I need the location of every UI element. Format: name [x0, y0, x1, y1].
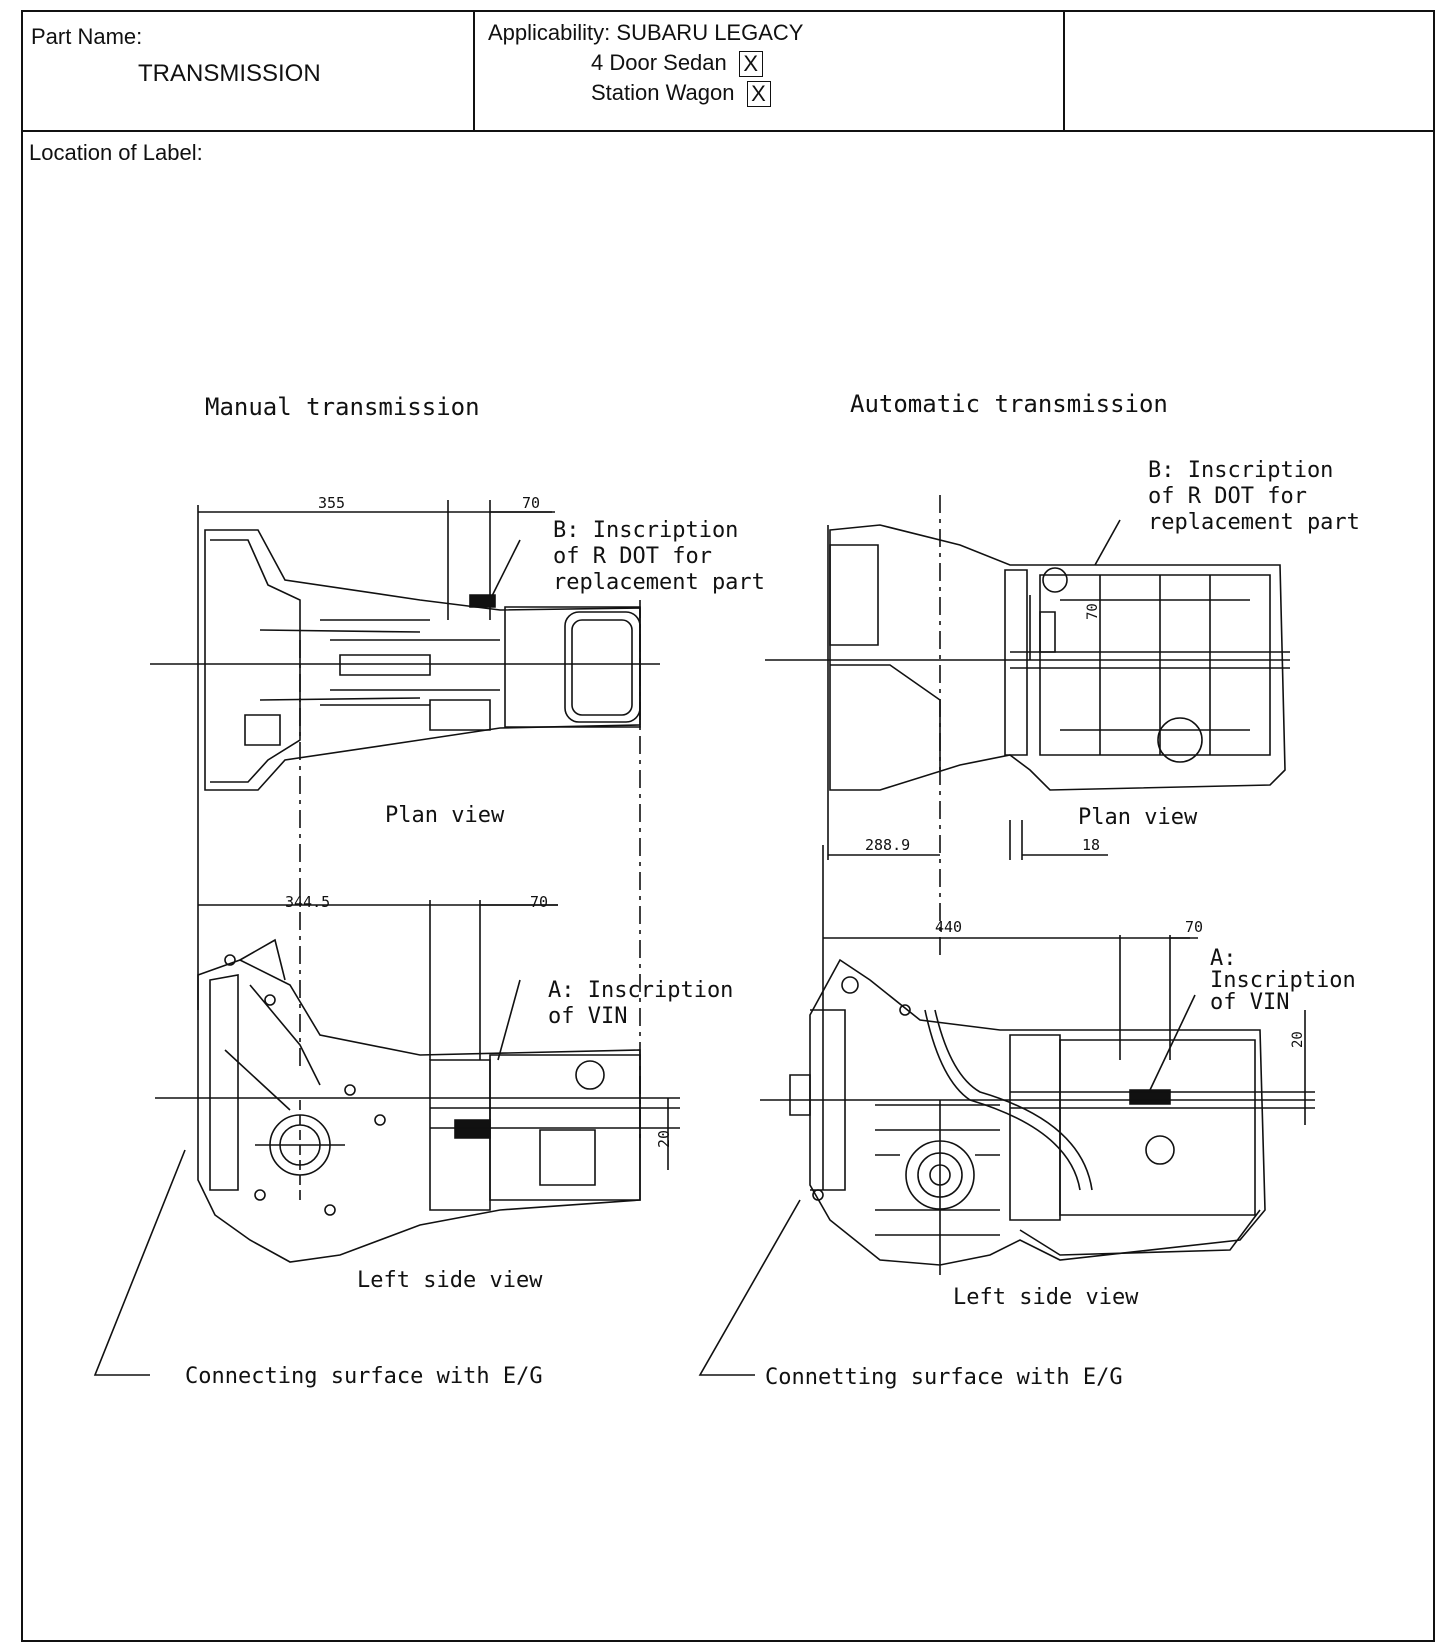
sedan-checkbox: X	[738, 51, 763, 78]
automatic-plan-dim-main: 288.9	[865, 836, 911, 854]
header-row: Part Name: TRANSMISSION Applicability: S…	[23, 12, 1433, 132]
manual-side-dim-vert: 20	[655, 1129, 673, 1148]
manual-label-b-line3: replacement part	[553, 570, 765, 595]
manual-plan-view-label: Plan view	[385, 803, 505, 828]
automatic-side-view-label: Left side view	[953, 1285, 1139, 1310]
manual-label-b: B: Inscription of R DOT for replacement …	[553, 518, 765, 596]
wagon-label: Station Wagon	[591, 80, 735, 105]
automatic-plan-dim-vert: 70	[1085, 603, 1101, 620]
automatic-label-a-line2: Inscription	[1210, 968, 1356, 993]
automatic-plan-view-drawing	[765, 495, 1290, 960]
manual-connecting-surface: Connecting surface with E/G	[185, 1364, 543, 1389]
sedan-label: 4 Door Sedan	[591, 50, 727, 75]
manual-label-a-line2: of VIN	[548, 1004, 628, 1029]
manual-side-dim-offset: 70	[530, 893, 549, 911]
manual-side-view-label: Left side view	[357, 1268, 543, 1293]
automatic-plan-view-label: Plan view	[1078, 805, 1198, 830]
manual-side-dim-main: 344.5	[285, 893, 331, 911]
manual-label-a: A: Inscription of VIN	[548, 978, 733, 1030]
automatic-side-view-drawing	[700, 845, 1315, 1375]
location-label: Location of Label:	[29, 140, 203, 165]
automatic-label-a: A: Inscription of VIN	[1210, 948, 1356, 1014]
manual-label-b-line1: B: Inscription	[553, 518, 739, 543]
part-name-label: Part Name:	[31, 24, 143, 49]
manual-plan-dim-offset: 70	[522, 494, 541, 512]
applicability-label: Applicability: SUBARU LEGACY	[488, 20, 804, 45]
automatic-plan-dim-offset: 18	[1082, 836, 1101, 854]
manual-label-a-line1: A: Inscription	[548, 978, 734, 1003]
automatic-label-a-line1: A:	[1210, 946, 1237, 971]
automatic-side-dim-offset: 70	[1185, 918, 1204, 936]
manual-side-view-drawing	[95, 900, 680, 1375]
automatic-label-a-line3: of VIN	[1210, 990, 1290, 1015]
manual-label-b-line2: of R DOT for	[553, 544, 712, 569]
automatic-side-dim-vert: 20	[1290, 1031, 1306, 1048]
automatic-label-b-line2: of R DOT for	[1148, 484, 1307, 509]
part-name-value: TRANSMISSION	[138, 60, 321, 87]
automatic-connecting-surface: Connetting surface with E/G	[765, 1365, 1123, 1390]
sedan-row: 4 Door Sedan X	[591, 50, 763, 78]
automatic-label-b-line1: B: Inscription	[1148, 458, 1334, 483]
automatic-label-b-line3: replacement part	[1148, 510, 1360, 535]
manual-plan-dim-main: 355	[318, 494, 346, 512]
automatic-title: Automatic transmission	[850, 390, 1168, 418]
wagon-checkbox: X	[746, 81, 771, 108]
automatic-label-b: B: Inscription of R DOT for replacement …	[1148, 458, 1360, 536]
manual-title: Manual transmission	[205, 393, 480, 421]
header-divider	[473, 12, 475, 130]
wagon-row: Station Wagon X	[591, 80, 771, 108]
header-divider	[1063, 12, 1065, 130]
label-location-sheet: Part Name: TRANSMISSION Applicability: S…	[21, 10, 1435, 1642]
automatic-side-dim-main: 440	[935, 918, 963, 936]
